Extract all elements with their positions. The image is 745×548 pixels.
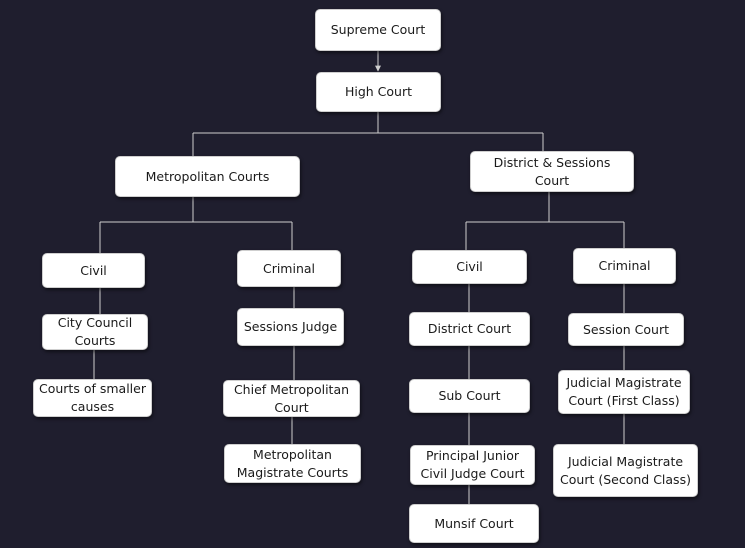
node-sessions-judge: Sessions Judge [237,308,344,346]
node-label: Criminal [262,260,316,276]
node-label: District Court [427,321,512,336]
node-chief-metropolitan-court: Chief Metropolitan Court [223,380,360,417]
node-ds-civil: Civil [412,250,527,284]
node-metropolitan-courts: Metropolitan Courts [115,156,300,197]
node-label: Criminal [598,258,651,273]
node-label: Sessions Judge [243,319,338,334]
node-label: Metropolitan Magistrate Courts [236,446,349,480]
node-label: Supreme Court [330,22,426,37]
node-label: City Council Courts [57,315,133,348]
node-sub-court: Sub Court [409,379,530,413]
node-label: High Court [344,84,413,99]
node-high-court: High Court [316,72,441,112]
node-label: Metropolitan Courts [145,168,270,184]
node-supreme-court: Supreme Court [315,9,441,51]
node-label: Session Court [582,321,669,337]
node-metro-civil: Civil [42,253,145,288]
node-label: Munsif Court [434,515,514,531]
node-label: Civil [80,262,107,278]
node-session-court: Session Court [568,313,684,346]
node-label: Sub Court [438,388,501,403]
node-ds-criminal: Criminal [573,248,676,284]
node-judicial-magistrate-first-class: Judicial Magistrate Court (First Class) [558,370,690,414]
node-district-sessions-court: District & Sessions Court [470,151,634,192]
node-courts-of-smaller-causes: Courts of smaller causes [33,379,152,417]
node-label: Civil [456,259,483,274]
node-label: Judicial Magistrate Court (First Class) [566,375,682,408]
node-label: Chief Metropolitan Court [233,381,350,415]
node-metro-criminal: Criminal [237,250,341,287]
node-city-council-courts: City Council Courts [42,314,148,350]
node-label: Judicial Magistrate Court (Second Class) [560,453,691,487]
node-judicial-magistrate-second-class: Judicial Magistrate Court (Second Class) [553,444,698,497]
node-metropolitan-magistrate-courts: Metropolitan Magistrate Courts [224,444,361,483]
node-label: District & Sessions Court [493,154,611,188]
node-munsif-court: Munsif Court [409,504,539,543]
node-district-court: District Court [409,312,530,346]
node-label: Principal Junior Civil Judge Court [420,448,525,481]
node-principal-junior-civil-judge-court: Principal Junior Civil Judge Court [410,445,535,485]
node-label: Courts of smaller causes [39,381,146,414]
